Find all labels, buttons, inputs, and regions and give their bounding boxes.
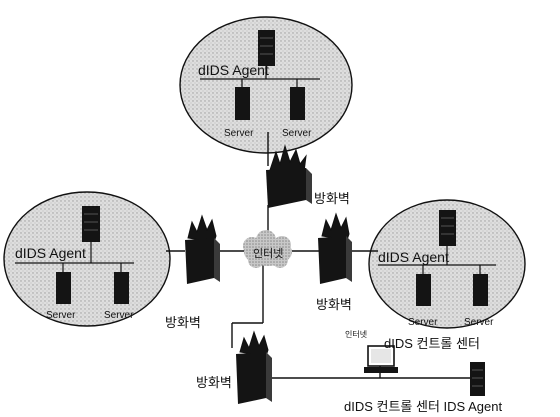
network-right-bus [378,246,496,274]
firewall-right-label: 방화벽 [316,297,352,312]
right-server-left-label: Server [408,317,438,328]
connection-lines [166,132,477,379]
firewall-right-icon [318,212,352,284]
control-center-computer-icon [364,345,398,373]
left-agent-label: dIDS Agent [15,245,86,261]
firewall-bottom-label: 방화벽 [196,375,232,390]
top-server-right-icon [290,87,305,120]
left-server-left-icon [56,272,71,304]
right-server-right-label: Server [464,317,494,328]
top-server-left-label: Server [224,128,254,139]
network-top-ellipse [179,16,353,154]
network-left-bus [15,242,134,272]
internet-small-label: 인터넷 [345,329,367,339]
top-agent-label: dIDS Agent [198,62,269,78]
right-agent-server-icon [439,210,456,246]
top-agent-server-icon [258,30,275,66]
control-center-label: dIDS 컨트롤 센터 [384,336,480,351]
right-agent-label: dIDS Agent [378,249,449,265]
firewall-top-label: 방화벽 [314,191,350,206]
firewall-left-icon [185,214,220,284]
internet-cloud-label: 인터넷 [253,247,283,260]
control-agent-server-icon [470,362,485,396]
left-server-right-label: Server [104,310,134,321]
left-server-right-icon [114,272,129,304]
left-server-left-label: Server [46,310,76,321]
top-server-right-label: Server [282,128,312,139]
firewall-left-label: 방화벽 [165,315,201,330]
top-server-left-icon [235,87,250,120]
firewall-bottom-icon [236,330,272,404]
left-agent-server-icon [82,206,100,242]
right-server-right-icon [473,274,488,306]
right-server-left-icon [416,274,431,306]
firewall-top-icon [266,144,312,208]
network-top-bus [200,66,320,87]
control-agent-label: dIDS 컨트롤 센터 IDS Agent [344,399,502,414]
internet-cloud-icon [243,230,292,268]
